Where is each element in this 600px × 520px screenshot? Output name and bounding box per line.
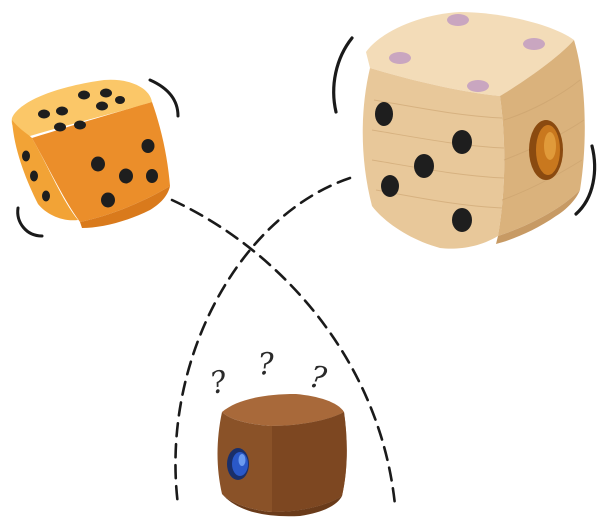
orange-die-icon — [12, 80, 170, 228]
question-mark: ? — [257, 347, 276, 383]
motion-mark — [334, 38, 352, 112]
question-marks: ? ? ? — [207, 347, 330, 402]
brown-cube-icon — [218, 394, 347, 516]
wooden-die-icon — [363, 12, 585, 249]
wooden-die-hole — [529, 120, 563, 180]
motion-mark — [18, 208, 42, 236]
brown-cube-blue-hole — [227, 448, 249, 480]
wooden-die-front-face — [363, 68, 505, 249]
question-mark: ? — [207, 364, 231, 402]
question-mark: ? — [307, 360, 330, 397]
